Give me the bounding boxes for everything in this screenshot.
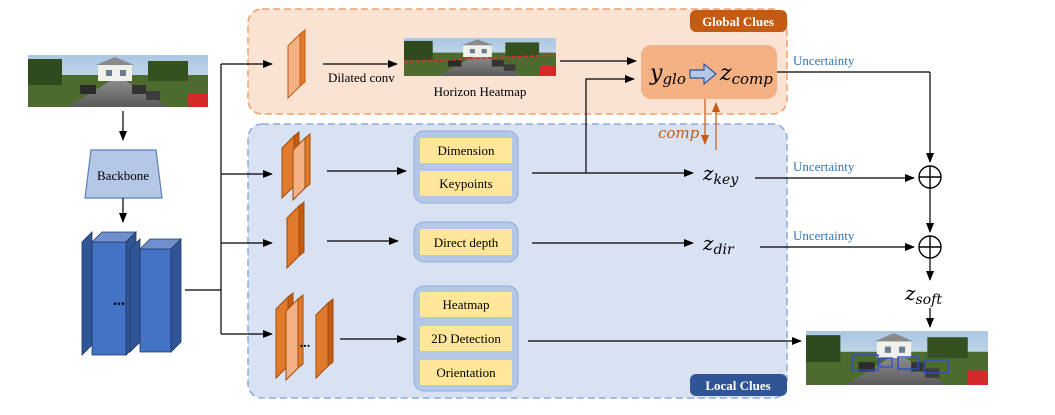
horizon-heatmap-label: Horizon Heatmap xyxy=(434,84,527,99)
arrow-keypoints-to-formula xyxy=(585,75,635,173)
output-image xyxy=(806,331,988,385)
orientation-head xyxy=(420,360,512,385)
backbone-label: Backbone xyxy=(97,168,149,183)
z-dir-symbol: zdir xyxy=(702,231,735,258)
global-uncertainty-label: Uncertainty xyxy=(793,53,855,68)
horizon-heatmap-image xyxy=(403,38,557,76)
dilated-conv-label: Dilated conv xyxy=(328,70,395,85)
z-soft-symbol: zsoft xyxy=(904,281,942,308)
direct-depth-head xyxy=(420,229,512,255)
keypoint-feature-maps xyxy=(281,130,311,202)
local-clues-title: Local Clues xyxy=(705,378,770,393)
detection-2d-head xyxy=(420,326,512,351)
transform-arrow-icon xyxy=(689,62,717,86)
dir-uncertainty-label: Uncertainty xyxy=(793,228,855,243)
detection-2d-label: 2D Detection xyxy=(431,331,501,346)
dimension-head xyxy=(420,138,512,163)
detection-ellipsis: ... xyxy=(300,336,311,351)
global-clues-title-bg xyxy=(690,10,787,32)
z-key-symbol: zkey xyxy=(702,161,739,188)
backbone-ellipsis: ... xyxy=(113,292,125,309)
input-image xyxy=(28,55,208,107)
sum-node-key xyxy=(918,165,942,189)
sum-node-dir xyxy=(918,235,942,259)
backbone-block: Backbone xyxy=(84,149,163,199)
depth-feature-map xyxy=(286,200,305,270)
orientation-label: Orientation xyxy=(436,365,496,380)
global-formula-box: yglo zcomp xyxy=(641,45,777,99)
y-glo-symbol: yglo xyxy=(649,61,686,88)
local-clues-title-bg xyxy=(690,374,787,396)
detection-head-group: Heatmap 2D Detection Orientation xyxy=(413,285,519,392)
keypoints-head xyxy=(420,171,512,196)
depth-head-group: Direct depth xyxy=(413,221,519,263)
global-feature-map xyxy=(287,28,306,100)
dimension-label: Dimension xyxy=(437,143,495,158)
global-clues-title: Global Clues xyxy=(702,14,774,29)
z-comp-symbol: zcomp xyxy=(719,61,773,88)
heatmap-label: Heatmap xyxy=(443,297,490,312)
keypoints-label: Keypoints xyxy=(439,176,492,191)
backbone-feature-maps: ... xyxy=(81,231,182,356)
direct-depth-label: Direct depth xyxy=(434,235,499,250)
branch-connectors xyxy=(185,60,273,338)
keypoint-head-group: Dimension Keypoints xyxy=(413,130,519,204)
detection-feature-maps: ... xyxy=(275,291,334,382)
heatmap-head xyxy=(420,292,512,317)
comp-label: comp xyxy=(658,124,700,142)
key-uncertainty-label: Uncertainty xyxy=(793,159,855,174)
local-clues-region: Local Clues xyxy=(247,123,788,399)
